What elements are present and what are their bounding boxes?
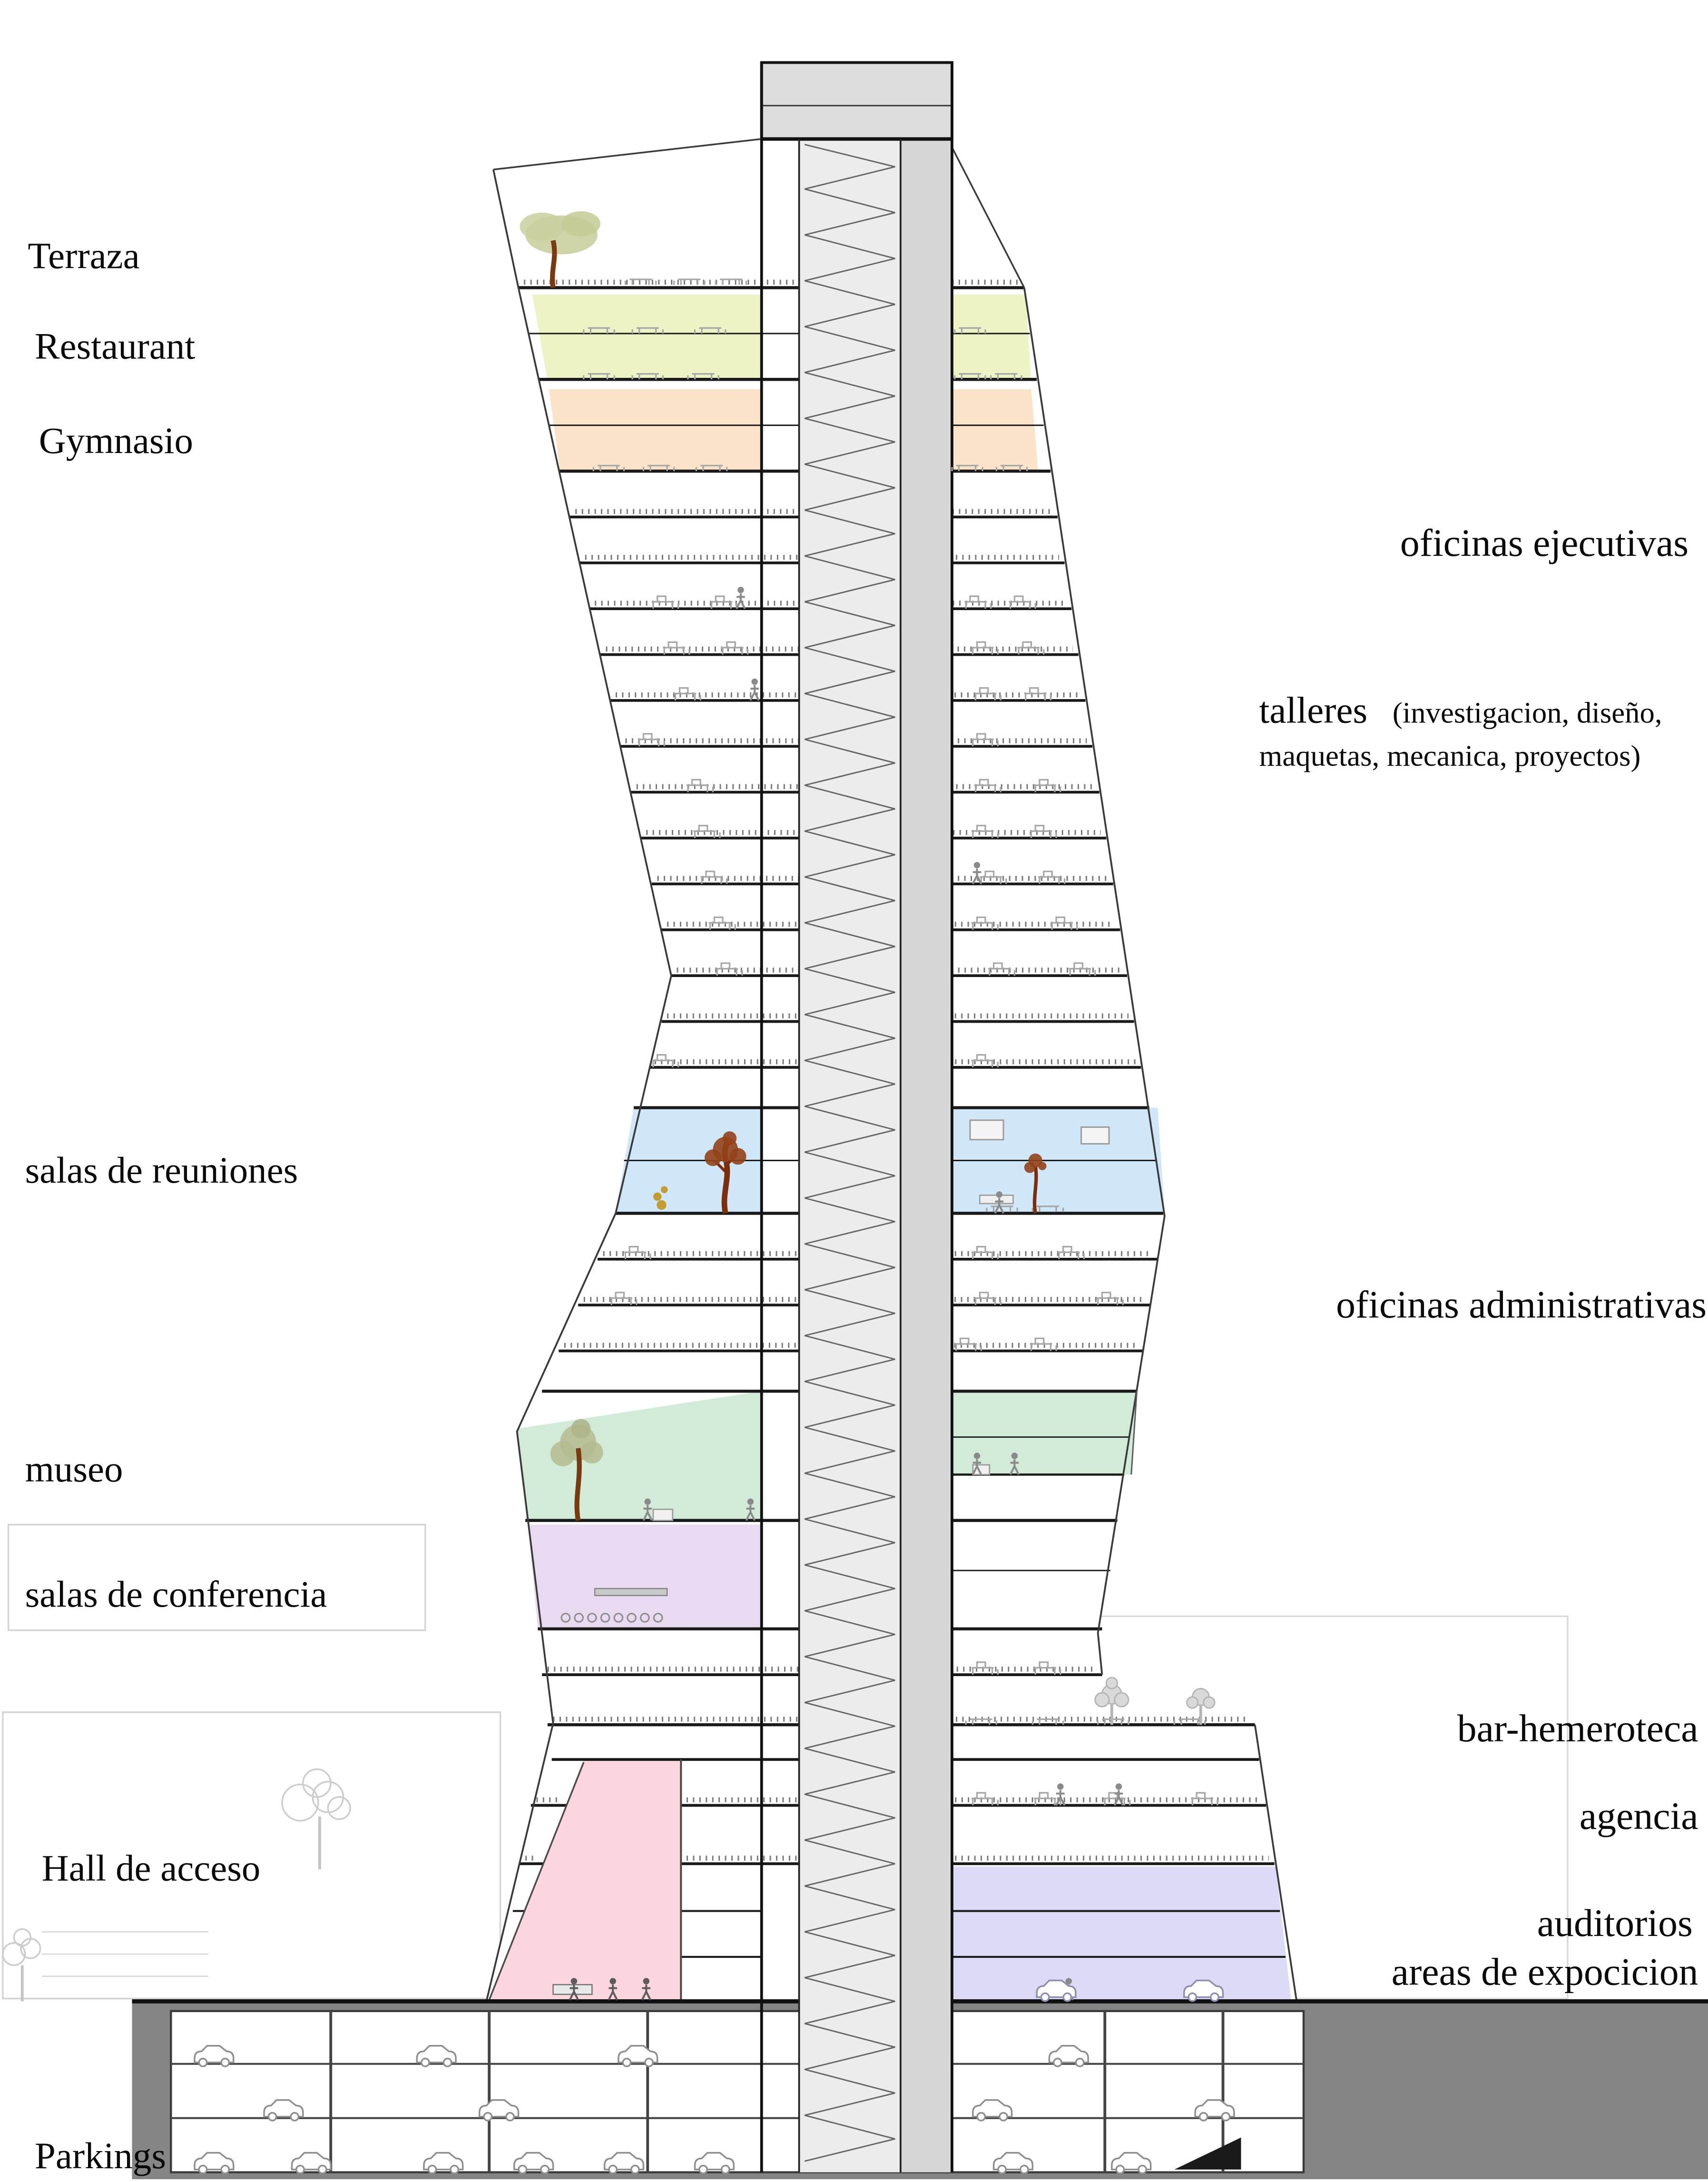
label-parkings: Parkings [35,2135,166,2177]
parking-garage-box [170,2010,1305,2173]
core [760,61,953,2172]
zone-museo-right [952,1391,1137,1475]
meeting-tree-small-icon [1024,1153,1047,1214]
zone-restaurant [532,295,762,381]
label-salas-de-reuniones: salas de reuniones [25,1150,298,1191]
labels-layer: Terraza Restaurant Gymnasio oficinas eje… [25,236,1707,2177]
right-facade-line [1023,287,1166,1675]
label-museo: museo [25,1449,123,1490]
core-roof-cap [760,61,953,140]
label-terraza: Terraza [28,236,139,277]
chair-icon [627,1612,637,1623]
site-context [2,1523,1569,2002]
conference-chairs-layer [560,1612,663,1623]
zone-salas-de-conferencia [528,1524,762,1629]
roof-line-right [951,147,1025,288]
zone-hall-de-acceso [489,1759,681,2000]
label-gymnasio: Gymnasio [39,420,193,462]
label-agencia: agencia [1580,1794,1698,1837]
label-talleres-detail-2: maquetas, mecanica, proyectos) [1259,739,1640,772]
label-salas-de-conferencia: salas de conferencia [25,1574,327,1615]
chair-icon [653,1612,663,1623]
meeting-tree-large-icon [704,1131,746,1214]
roof-line-left [493,138,762,171]
roof-tree-icon [1094,1677,1129,1725]
label-hall-de-acceso: Hall de acceso [42,1847,261,1889]
meeting-screen-icon [969,1119,1004,1141]
context-tree-icon [281,1768,351,1869]
facade-lines [485,138,1298,2002]
meeting-screen-icon [1080,1126,1110,1145]
ground-and-parking [132,1999,1708,2180]
museum-tree-icon [550,1419,603,1521]
label-bar-hemeroteca: bar-hemeroteca [1457,1707,1698,1750]
label-restaurant: Restaurant [35,326,195,367]
chair-icon [600,1612,610,1623]
context-steps [41,1931,209,1977]
left-facade-line [485,169,672,2002]
chair-icon [560,1612,571,1623]
zone-auditorios [952,1866,1291,2000]
hall-atrium-slope-line [488,1762,585,2001]
museum-plinth-icon [652,1509,674,1521]
trees-layer [520,211,1216,1725]
zone-gymnasio [549,389,762,472]
parking-structure [171,2011,1304,2172]
context-tree-small-icon [2,1928,41,2002]
core-elevator-shaft [900,139,952,2172]
stair-zigzag [804,144,895,2162]
chair-icon [574,1612,584,1623]
context-building-left-upper [7,1523,426,1631]
label-talleres: talleres [1259,690,1367,731]
roof-tree-icon [1186,1688,1216,1725]
label-oficinas-administrativas: oficinas administrativas [1336,1283,1707,1326]
podium-facade-line [1254,1724,1298,2002]
label-talleres-detail-1: (investigacion, diseño, [1393,696,1662,730]
label-auditorios: auditorios [1537,1901,1693,1945]
label-areas-de-expocicion: areas de expocicion [1392,1950,1698,1993]
label-oficinas-ejecutivas: oficinas ejecutivas [1400,521,1688,564]
chair-icon [640,1612,650,1623]
context-building-left-lower [2,1711,501,2000]
museo-right-wall-line [1130,1391,1138,1475]
parking-ramp [1174,2137,1241,2170]
zone-restaurant-right [952,295,1031,381]
zone-gymnasio-right [952,389,1039,472]
meeting-shrub-icon [653,1186,668,1210]
chair-icon [587,1612,597,1623]
terrace-tree-icon [520,211,600,288]
conference-table-icon [594,1588,668,1596]
chair-icon [613,1612,624,1623]
